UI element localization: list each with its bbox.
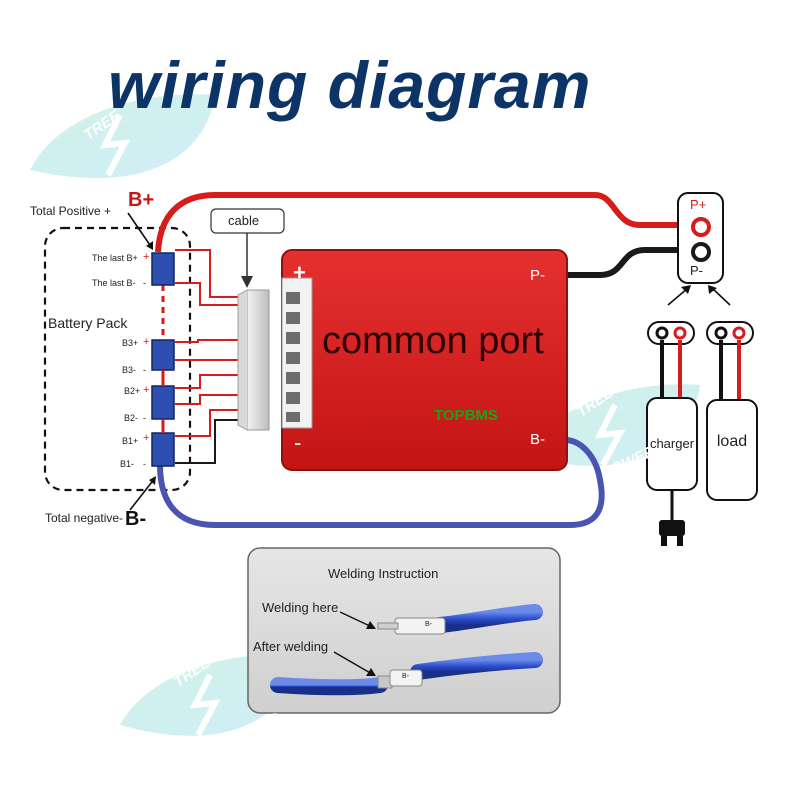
charger-plug bbox=[659, 490, 685, 546]
cell-3-neg-sign: - bbox=[143, 365, 146, 375]
cell-2-neg-label: B2- bbox=[124, 413, 139, 423]
cell-last-neg-sign: - bbox=[143, 278, 146, 288]
cell-last-pos-sign: + bbox=[143, 251, 150, 263]
total-negative-label: Total negative- bbox=[45, 511, 124, 525]
board-name: common port bbox=[322, 320, 544, 362]
total-positive-arrow bbox=[127, 212, 153, 249]
cell-1-neg-label: B1- bbox=[120, 459, 135, 469]
welding-wire-before bbox=[377, 604, 543, 635]
welding-here-pointer bbox=[339, 611, 373, 628]
cable-connector bbox=[246, 289, 270, 431]
connector-p-plus-label: P+ bbox=[690, 197, 707, 212]
arrow-charger-head bbox=[681, 285, 691, 294]
cell-3 bbox=[151, 339, 175, 371]
cell-2-pos-sign: + bbox=[143, 384, 150, 396]
b-minus-big-label: B- bbox=[125, 508, 147, 530]
b-plus-label: B+ bbox=[128, 189, 155, 211]
battery-pack-outline bbox=[43, 226, 192, 492]
after-welding-pointer bbox=[333, 651, 373, 675]
cell-last-neg-label: The last B- bbox=[92, 278, 136, 288]
load-terminals bbox=[706, 321, 754, 402]
load-label: load bbox=[716, 433, 748, 450]
p-minus-terminal bbox=[691, 242, 711, 262]
cable-label: cable bbox=[228, 213, 260, 228]
cell-2 bbox=[151, 385, 175, 420]
connector-p-minus-label: P- bbox=[690, 263, 703, 278]
total-positive-label: Total Positive + bbox=[30, 204, 112, 218]
cell-3-pos-sign: + bbox=[143, 336, 150, 348]
welding-wire-after bbox=[270, 652, 543, 696]
arrow-load-to-connector bbox=[711, 287, 731, 306]
wire-b-plus-to-p-plus bbox=[155, 192, 690, 253]
cell-3-neg-label: B3- bbox=[122, 365, 137, 375]
output-connector bbox=[677, 192, 724, 284]
cable-pointer-arrow bbox=[241, 276, 253, 288]
cable-connector-lip bbox=[237, 289, 248, 431]
total-positive-arrowhead bbox=[146, 241, 153, 250]
battery-cells bbox=[151, 252, 175, 467]
welding-tube-label-after: B- bbox=[402, 673, 409, 680]
cell-1 bbox=[151, 432, 175, 467]
board-b-minus-label: B- bbox=[530, 431, 545, 448]
cell-2-neg-sign: - bbox=[143, 413, 146, 423]
cell-1-pos-sign: + bbox=[143, 432, 150, 444]
total-negative-arrowhead bbox=[149, 476, 156, 485]
welding-here-label: Welding here bbox=[262, 600, 339, 615]
arrow-charger-to-connector bbox=[667, 287, 689, 306]
wire-b-minus bbox=[157, 437, 605, 528]
p-plus-terminal bbox=[691, 217, 711, 237]
arrow-load-head bbox=[708, 285, 717, 294]
charger-label: charger bbox=[649, 436, 695, 451]
welding-here-arrowhead bbox=[366, 621, 376, 629]
watermark-top-left bbox=[30, 94, 215, 179]
welding-panel-title: Welding Instruction bbox=[328, 566, 439, 581]
cell-1-neg-sign: - bbox=[143, 459, 146, 469]
balance-wires bbox=[175, 249, 248, 464]
wire-p-minus bbox=[565, 247, 690, 278]
board-minus-sign: - bbox=[294, 430, 302, 455]
cell-1-pos-label: B1+ bbox=[122, 436, 139, 446]
welding-tube-label-before: B- bbox=[425, 621, 432, 628]
board-header-pins bbox=[286, 292, 300, 422]
battery-pack-label: Battery Pack bbox=[48, 315, 128, 331]
load-box bbox=[706, 399, 758, 501]
after-welding-label: After welding bbox=[253, 639, 329, 654]
after-welding-arrowhead bbox=[366, 668, 376, 676]
cell-last bbox=[151, 252, 175, 286]
total-negative-arrow bbox=[129, 477, 156, 511]
charger-terminals bbox=[647, 321, 695, 400]
cell-last-pos-label: The last B+ bbox=[92, 253, 138, 263]
board-brand: TOPBMS bbox=[434, 407, 498, 424]
board-plus-sign: + bbox=[293, 260, 306, 285]
cell-2-pos-label: B2+ bbox=[124, 386, 141, 396]
cell-3-pos-label: B3+ bbox=[122, 338, 139, 348]
board-p-minus-label: P- bbox=[530, 267, 545, 284]
page-title: wiring diagram bbox=[108, 48, 592, 122]
